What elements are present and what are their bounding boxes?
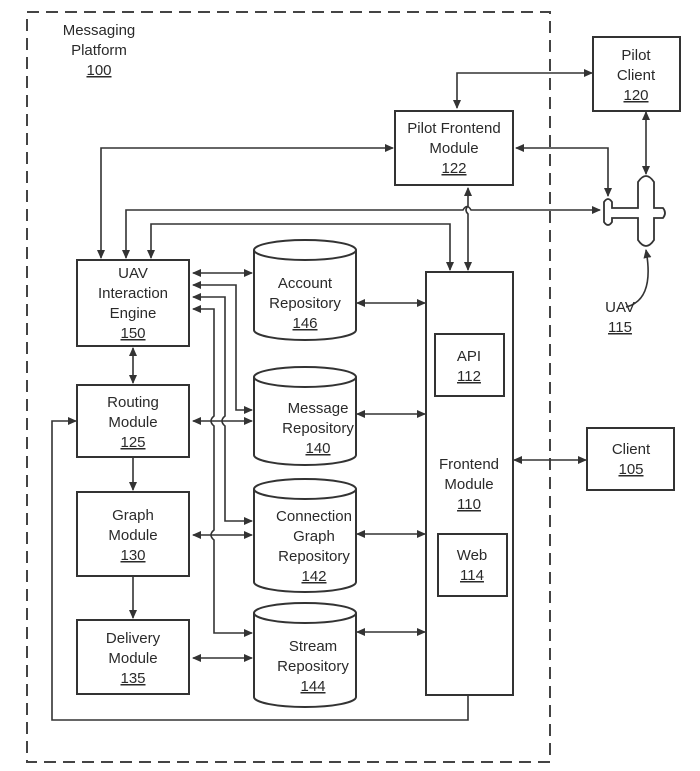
uav-engine-label-line3: Engine	[110, 305, 157, 322]
link-uavengine-pilotfrontend	[97, 144, 394, 259]
message-repo-label-line2: Repository	[282, 420, 354, 437]
frontend-label-line1: Frontend	[439, 456, 499, 473]
graph-ref: 130	[120, 547, 145, 564]
uav-ref: 115	[608, 319, 632, 336]
pilot-client-ref: 120	[623, 87, 648, 104]
api-node: API 112	[434, 333, 505, 397]
link-pilotfrontend-uav	[515, 144, 612, 197]
platform-title-line2: Platform	[71, 42, 127, 59]
uav-interaction-engine-node: UAV Interaction Engine 150	[76, 259, 190, 347]
messaging-platform-boundary	[26, 11, 551, 763]
uav-label-pointer	[625, 249, 652, 308]
account-repository-node: Account Repository 146	[253, 239, 357, 341]
message-repo-label-line1: Message	[288, 400, 349, 417]
uav-engine-ref: 150	[120, 325, 145, 342]
routing-label-line1: Routing	[107, 394, 159, 411]
pilot-frontend-label-line1: Pilot Frontend	[407, 120, 500, 137]
link-uavengine-uav	[122, 205, 601, 259]
account-repo-label-line2: Repository	[269, 295, 341, 312]
graph-label-line2: Module	[108, 527, 157, 544]
link-uavengine-frontend	[147, 223, 454, 271]
platform-title-line1: Messaging	[63, 22, 136, 39]
account-repo-ref: 146	[292, 315, 317, 332]
delivery-ref: 135	[120, 670, 145, 687]
routing-module-node: Routing Module 125	[76, 384, 190, 458]
link-frontend-pilotfrontend	[464, 187, 472, 271]
stream-repo-ref: 144	[300, 678, 325, 695]
pilot-frontend-label-line2: Module	[429, 140, 478, 157]
stream-repo-label-line2: Repository	[277, 658, 349, 675]
web-label: Web	[457, 547, 488, 564]
connection-repo-label-line2: Graph	[293, 528, 335, 545]
web-node: Web 114	[437, 533, 508, 597]
frontend-ref: 110	[457, 496, 481, 513]
pilot-client-label-line1: Pilot	[621, 47, 651, 64]
pilot-frontend-ref: 122	[441, 160, 466, 177]
frontend-label-line2: Module	[444, 476, 493, 493]
message-repo-ref: 140	[305, 440, 330, 457]
routing-ref: 125	[120, 434, 145, 451]
pilot-client-node: Pilot Client 120	[592, 36, 681, 112]
pilot-frontend-module-node: Pilot Frontend Module 122	[394, 110, 514, 186]
link-uavengine-connection	[192, 293, 253, 525]
connection-repo-label-line3: Repository	[278, 548, 350, 565]
uav-engine-label-line1: UAV	[118, 265, 148, 282]
link-pilotclient-pilotfrontend	[453, 69, 593, 109]
graph-module-node: Graph Module 130	[76, 491, 190, 577]
graph-label-line1: Graph	[112, 507, 154, 524]
uav-airplane-icon	[603, 175, 666, 247]
connection-repo-ref: 142	[301, 568, 326, 585]
client-ref: 105	[618, 461, 643, 478]
uav-engine-label-line2: Interaction	[98, 285, 168, 302]
api-ref: 112	[457, 368, 481, 385]
stream-repository-node: Stream Repository 144	[253, 602, 357, 708]
connection-graph-repository-node: Connection Graph Repository 142	[253, 478, 357, 593]
web-ref: 114	[460, 567, 484, 584]
client-label: Client	[612, 441, 651, 458]
platform-ref: 100	[86, 62, 111, 79]
connection-repo-label-line1: Connection	[276, 508, 352, 525]
link-frontend-routing	[51, 417, 469, 721]
api-label: API	[457, 348, 481, 365]
delivery-label-line1: Delivery	[106, 630, 161, 647]
link-uavengine-stream	[192, 305, 253, 637]
delivery-label-line2: Module	[108, 650, 157, 667]
link-uavengine-message	[192, 281, 253, 414]
uav-label: UAV	[605, 299, 635, 316]
delivery-module-node: Delivery Module 135	[76, 619, 190, 695]
routing-label-line2: Module	[108, 414, 157, 431]
pilot-client-label-line2: Client	[617, 67, 656, 84]
stream-repo-label-line1: Stream	[289, 638, 337, 655]
client-node: Client 105	[586, 427, 675, 491]
account-repo-label-line1: Account	[278, 275, 333, 292]
message-repository-node: Message Repository 140	[253, 366, 357, 466]
